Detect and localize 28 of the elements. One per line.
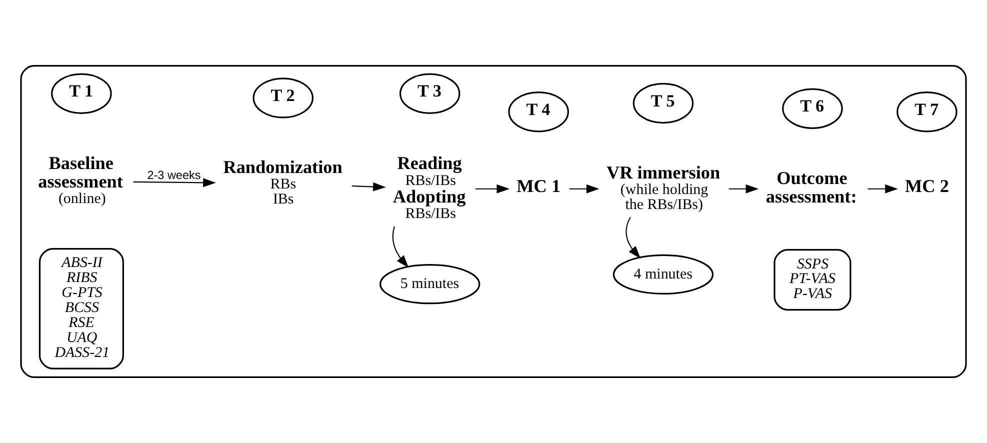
node-ellipse: T 2 — [252, 78, 314, 118]
node-ellipse: T 1 — [51, 73, 112, 114]
arrow — [626, 217, 641, 259]
cluster — [20, 65, 967, 378]
node-text: Reading RBs/IBs Adopting RBs/IBs — [392, 153, 466, 222]
node-text: Randomization RBs IBs — [223, 156, 342, 208]
node-text: MC 2 — [905, 176, 949, 196]
node-box: ABS-II RIBS G-PTS BCSS RSE UAQ DASS-21 — [38, 248, 124, 370]
arrow — [392, 226, 409, 268]
node-text: Baseline assessment (online) — [38, 153, 123, 207]
node-ellipse: 5 minutes — [380, 264, 480, 304]
node-ellipse: T 5 — [632, 82, 694, 124]
arrow — [352, 182, 386, 192]
arrow — [569, 184, 600, 194]
node-ellipse: T 6 — [782, 88, 843, 129]
node-ellipse: T 3 — [399, 73, 460, 114]
node-box: SSPS PT-VAS P-VAS — [774, 249, 852, 311]
arrow — [868, 184, 898, 194]
arrow — [728, 184, 759, 194]
arrow — [133, 178, 216, 188]
node-text: VR immersion (while holding the RBs/IBs) — [606, 162, 720, 213]
node-text: Outcome assessment: — [766, 168, 857, 206]
edge-label: 2-3 weeks — [147, 169, 201, 182]
node-ellipse: 4 minutes — [612, 254, 714, 295]
node-ellipse: T 4 — [508, 92, 569, 132]
node-ellipse: T 7 — [896, 92, 958, 132]
node-text: MC 1 — [516, 176, 561, 196]
arrow — [476, 184, 510, 194]
